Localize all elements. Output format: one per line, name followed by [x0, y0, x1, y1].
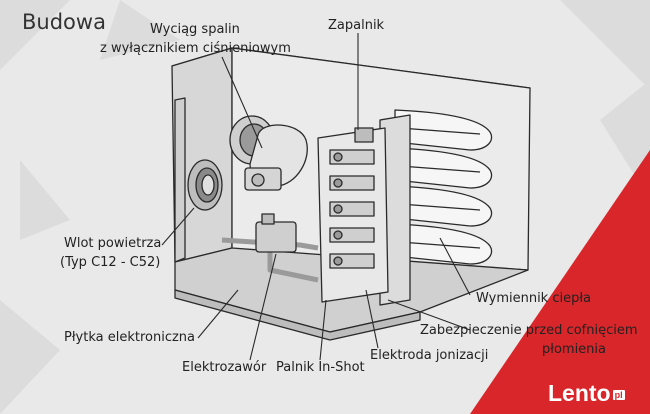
label-exhaust-line1: Wyciąg spalin — [150, 22, 240, 37]
label-air-inlet-line2: (Typ C12 - C52) — [60, 255, 161, 270]
leader-pcb — [197, 289, 239, 339]
heater-illustration — [171, 47, 531, 341]
red-corner-shape — [470, 150, 650, 414]
label-pcb: Płytka elektroniczna — [64, 330, 195, 345]
label-burner: Palnik In-Shot — [276, 360, 365, 375]
gas-pipe — [221, 237, 319, 251]
logo-brand: Lento — [548, 380, 611, 406]
leader-air-inlet — [161, 207, 195, 246]
leader-solenoid — [249, 253, 277, 361]
label-solenoid: Elektrozawór — [182, 360, 267, 375]
leader-heat-exchanger — [439, 237, 471, 296]
label-igniter: Zapalnik — [328, 18, 385, 33]
label-exhaust-line2: z wyłącznikiem ciśnieniowym — [100, 41, 291, 56]
label-air-inlet-line1: Wlot powietrza — [64, 236, 162, 251]
leader-lines — [161, 33, 471, 361]
base-edge — [174, 289, 421, 341]
label-heat-exchanger: Wymiennik ciepła — [476, 291, 592, 306]
solenoid-valve — [255, 221, 297, 253]
label-ionization: Elektroda jonizacji — [370, 348, 489, 363]
label-safety-line1: Zabezpieczenie przed cofnięciem — [420, 323, 638, 338]
leader-ionization — [365, 289, 379, 349]
leader-burner — [319, 299, 327, 361]
leader-safety — [387, 299, 471, 331]
front-frame — [174, 97, 186, 263]
page-title: Budowa — [22, 10, 106, 34]
label-safety-line2: płomienia — [542, 342, 606, 357]
leader-exhaust — [221, 56, 263, 149]
heat-exchanger-tubes — [394, 109, 493, 265]
logo-suffix: pl — [612, 389, 625, 400]
igniter-block — [354, 127, 374, 143]
